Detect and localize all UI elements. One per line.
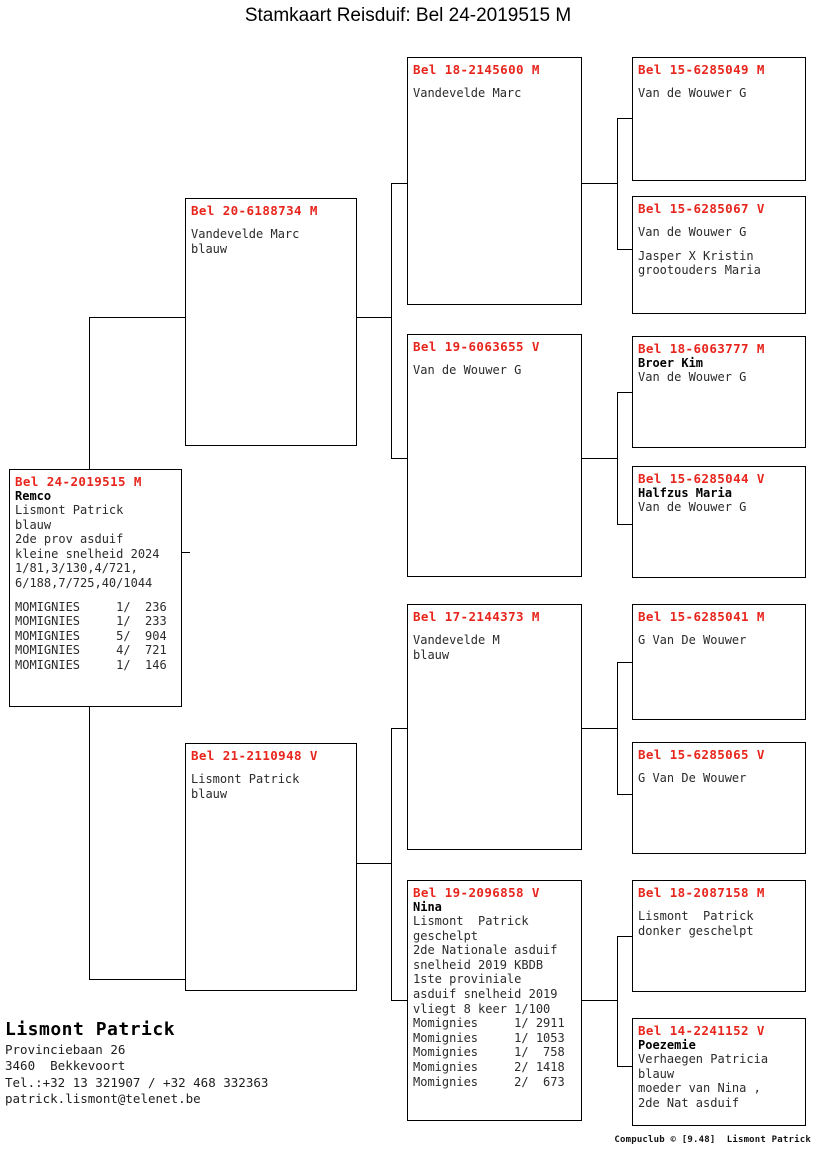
connector-gen2b-spine [391,728,392,1000]
spacer [191,218,351,227]
copyright-notice: Compuclub © [9.48] Lismont Patrick [614,1135,811,1145]
pedigree-box-fmf[interactable]: Bel 18-6063777 M Broer Kim Van de Wouwer… [632,336,806,448]
nickname: Remco [15,489,52,503]
detail-text: Lismont Patrick blauw 2de prov asduif kl… [15,503,160,590]
pedigree-box-mfm[interactable]: Bel 15-6285065 V G Van De Wouwer [632,742,806,854]
ring-number: Bel 18-2087158 M [638,885,765,900]
connector-spine-to-mmf [617,936,632,937]
ring-number: Bel 18-2145600 M [413,62,540,77]
connector-spine-to-mff [617,662,632,663]
pedigree-box-fff[interactable]: Bel 15-6285049 M Van de Wouwer G [632,57,806,181]
ring-number: Bel 21-2110948 V [191,748,318,763]
spacer [638,240,800,249]
detail-text: Vandevelde Marc blauw [191,227,300,256]
connector-spine-to-mfm [617,794,632,795]
connector-mf-out [581,728,618,729]
pedigree-box-mmf[interactable]: Bel 18-2087158 M Lismont Patrick donker … [632,880,806,992]
connector-gen2a-spine [391,183,392,458]
pedigree-box-ff[interactable]: Bel 18-2145600 M Vandevelde Marc [407,57,582,305]
connector-gen3a-spine [617,118,618,249]
spacer [191,763,351,772]
detail-extra-text: Jasper X Kristin grootouders Maria [638,248,761,278]
pedigree-box-mother[interactable]: Bel 21-2110948 V Lismont Patrick blauw [185,743,357,991]
detail-text: Van de Wouwer G [638,370,747,384]
pedigree-box-father[interactable]: Bel 20-6188734 M Vandevelde Marc blauw [185,198,357,446]
connector-mother-out [356,863,392,864]
pedigree-box-mm[interactable]: Bel 19-2096858 V Nina Lismont Patrick ge… [407,880,582,1121]
connector-spine-to-mf [391,728,408,729]
ring-number: Bel 18-6063777 M [638,341,765,356]
detail-text: Van de Wouwer G [638,86,747,100]
pedigree-box-mff[interactable]: Bel 15-6285041 M G Van De Wouwer [632,604,806,720]
ring-number: Bel 14-2241152 V [638,1023,765,1038]
spacer [638,77,800,86]
owner-address: Provinciebaan 26 3460 Bekkevoort Tel.:+3… [5,1042,269,1107]
detail-text: Vandevelde M blauw [413,633,500,662]
detail-text: Lismont Patrick geschelpt 2de Nationale … [413,914,565,1089]
connector-ff-out [581,183,618,184]
ring-number: Bel 15-6285044 V [638,471,765,486]
connector-father-out [356,317,392,318]
ring-number: Bel 19-6063655 V [413,339,540,354]
connector-gen3c-spine [617,662,618,794]
detail-text: G Van De Wouwer [638,633,747,647]
page-title: Stamkaart Reisduif: Bel 24-2019515 M [244,5,572,26]
detail-text: G Van De Wouwer [638,771,747,785]
detail-text: Verhaegen Patricia blauw moeder van Nina… [638,1052,769,1110]
ring-number: Bel 15-6285041 M [638,609,765,624]
spacer [15,591,176,600]
nickname: Broer Kim [638,356,704,370]
connector-spine-to-fmm [617,524,632,525]
nickname: Poezemie [638,1038,696,1052]
spacer [413,624,576,633]
detail-text: Vandevelde Marc [413,86,522,100]
connector-gen3b-spine [617,392,618,524]
spacer [638,762,800,771]
connector-mm-out [581,1000,618,1001]
pedigree-box-mf[interactable]: Bel 17-2144373 M Vandevelde M blauw [407,604,582,850]
connector-spine-to-fm [391,458,408,459]
detail-text: Lismont Patrick blauw [191,772,300,801]
ring-number: Bel 15-6285049 M [638,62,765,77]
spacer [638,216,800,225]
detail-text: Van de Wouwer G [638,500,747,514]
spacer [413,77,576,86]
connector-spine-to-mm [391,1000,408,1001]
ring-number: Bel 24-2019515 M [15,474,142,489]
detail-text: Van de Wouwer G [413,363,522,377]
pedigree-box-mmm[interactable]: Bel 14-2241152 V Poezemie Verhaegen Patr… [632,1018,806,1126]
ring-number: Bel 20-6188734 M [191,203,318,218]
connector-spine-to-mmm [617,1066,632,1067]
connector-subject-out [182,552,190,553]
race-results: MOMIGNIES 1/ 236 MOMIGNIES 1/ 233 MOMIGN… [15,599,167,672]
nickname: Nina [413,900,442,914]
connector-gen3d-spine [617,936,618,1066]
spacer [638,624,800,633]
spacer [638,900,800,909]
ring-number: Bel 17-2144373 M [413,609,540,624]
spacer [413,354,576,363]
nickname: Halfzus Maria [638,486,732,500]
ring-number: Bel 19-2096858 V [413,885,540,900]
connector-spine-to-fff [617,118,632,119]
connector-spine-to-father [89,317,185,318]
owner-name: Lismont Patrick [5,1019,176,1040]
pedigree-box-ffm[interactable]: Bel 15-6285067 V Van de Wouwer G Jasper … [632,196,806,314]
detail-text: Van de Wouwer G [638,225,747,239]
pedigree-box-fmm[interactable]: Bel 15-6285044 V Halfzus Maria Van de Wo… [632,466,806,578]
connector-fm-out [581,458,618,459]
ring-number: Bel 15-6285065 V [638,747,765,762]
connector-spine-to-fmf [617,392,632,393]
connector-spine-to-mother [89,979,185,980]
connector-spine-to-ffm [617,249,632,250]
pedigree-box-subject[interactable]: Bel 24-2019515 M Remco Lismont Patrick b… [9,469,182,707]
pedigree-box-fm[interactable]: Bel 19-6063655 V Van de Wouwer G [407,334,582,577]
detail-text: Lismont Patrick donker geschelpt [638,909,754,938]
connector-spine-to-ff [391,183,408,184]
ring-number: Bel 15-6285067 V [638,201,765,216]
